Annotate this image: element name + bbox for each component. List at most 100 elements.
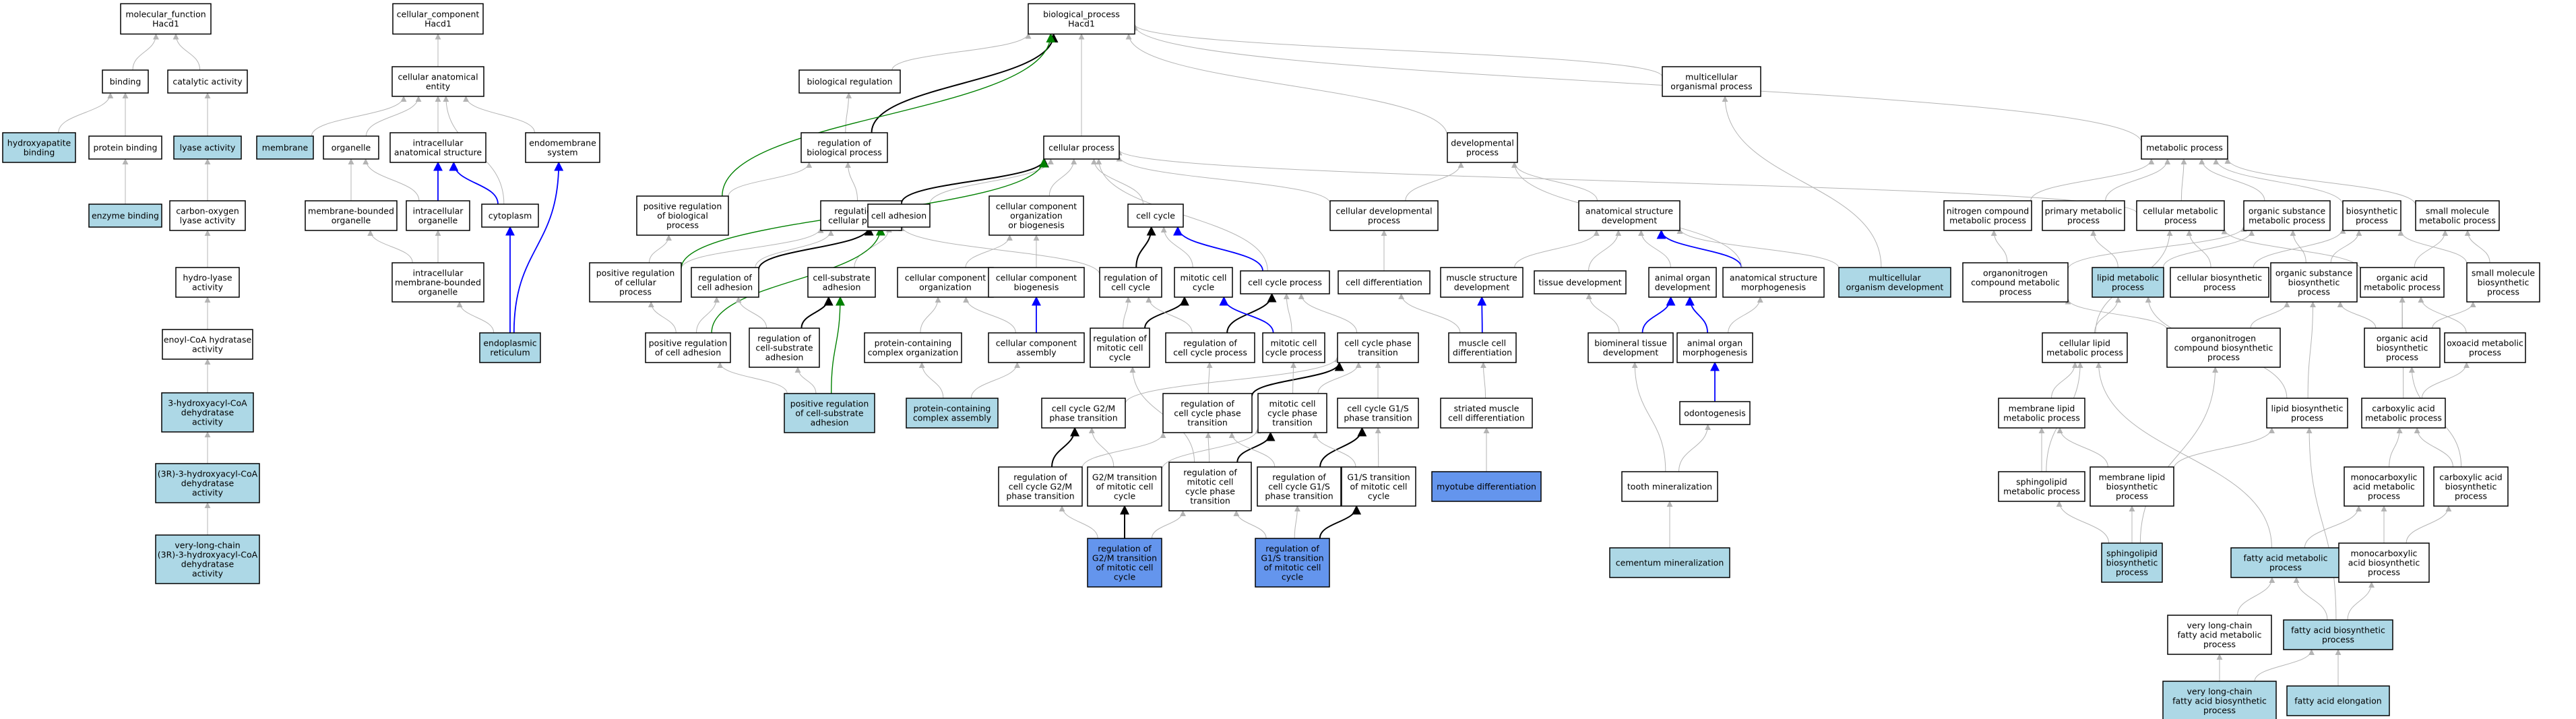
go-term-catalytic-activity[interactable]: catalytic activity [167,69,248,94]
go-term-odontogenesis[interactable]: odontogenesis [1679,401,1751,425]
go-term-cell-cycle[interactable]: cell cycle [1127,204,1184,228]
go-term-enzyme-binding[interactable]: enzyme binding [88,204,162,228]
go-term-vlc-dehydratase[interactable]: very-long-chain(3R)-3-hydroxyacyl-CoAdeh… [155,534,260,584]
go-term-protein-binding[interactable]: protein binding [88,135,162,160]
go-term-cementum-mineralization[interactable]: cementum mineralization [1609,547,1730,578]
go-term-myotube-diff[interactable]: myotube differentiation [1431,471,1542,502]
go-term-cellular-process[interactable]: cellular process [1043,135,1120,160]
go-term-cell-adhesion[interactable]: cell adhesion [867,204,931,228]
go-term-cell-cycle-process[interactable]: cell cycle process [1240,270,1330,294]
go-term-organelle[interactable]: organelle [323,135,379,160]
go-term-cell-differentiation[interactable]: cell differentiation [1338,270,1431,294]
go-term-membrane[interactable]: membrane [256,135,314,160]
go-term-lyase-activity[interactable]: lyase activity [173,135,242,160]
go-term-r-hydroxyacyl-dehydratase[interactable]: (3R)-3-hydroxyacyl-CoAdehydrataseactivit… [155,463,260,503]
go-term-fatty-acid-elongation[interactable]: fatty acid elongation [2286,685,2390,716]
go-term-metabolic-process[interactable]: metabolic process [2141,135,2228,160]
go-term-biological-regulation[interactable]: biological regulation [798,69,901,94]
go-term-cytoplasm[interactable]: cytoplasm [481,204,539,228]
go-term-tooth-mineralization[interactable]: tooth mineralization [1621,471,1718,502]
